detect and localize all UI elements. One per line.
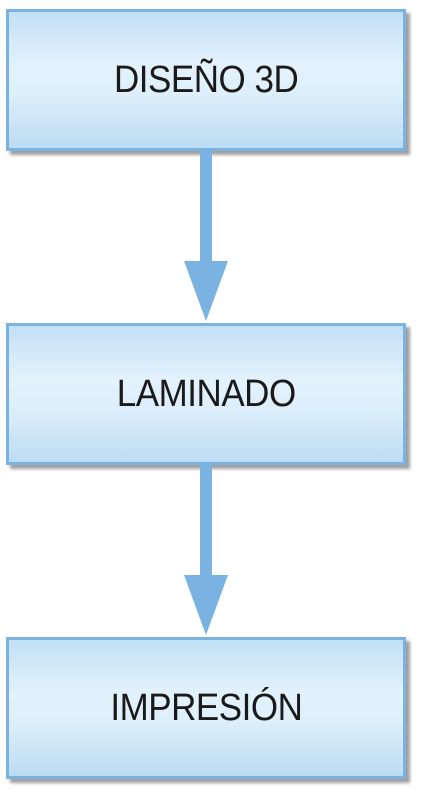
flow-step-label: IMPRESIÓN — [109, 686, 303, 729]
flow-arrow-2 — [184, 465, 228, 635]
flow-step-diseno-3d: DISEÑO 3D — [6, 9, 406, 151]
flow-step-impresion: IMPRESIÓN — [6, 637, 406, 779]
flow-step-label: DISEÑO 3D — [113, 58, 299, 101]
arrow-head — [184, 575, 228, 635]
arrow-head — [184, 261, 228, 321]
flow-step-label: LAMINADO — [116, 372, 296, 415]
flow-arrow-1 — [184, 151, 228, 321]
arrow-shaft — [200, 151, 212, 269]
arrow-shaft — [200, 465, 212, 583]
flow-step-laminado: LAMINADO — [6, 323, 406, 465]
